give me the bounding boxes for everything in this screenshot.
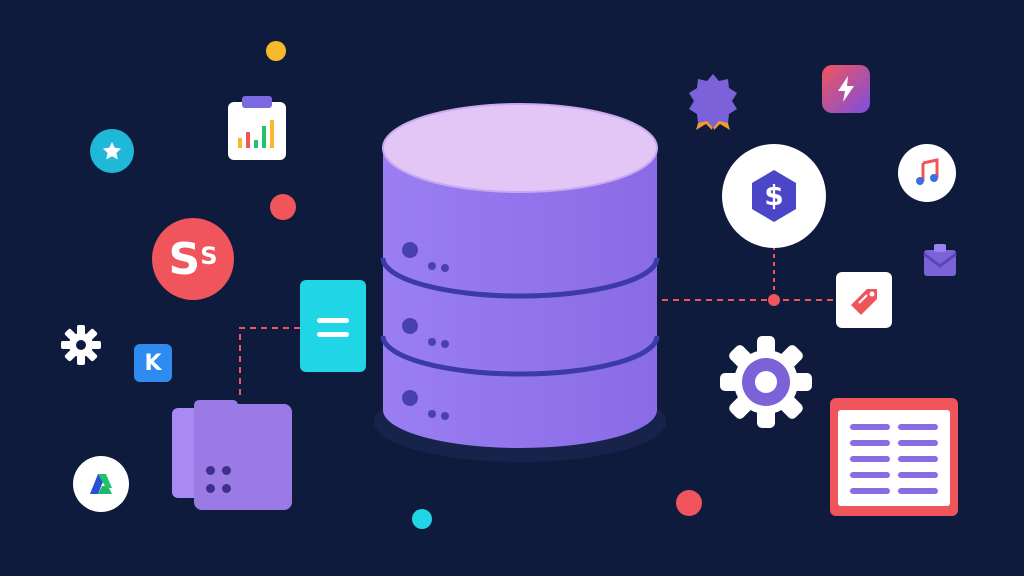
music-note-icon (898, 144, 956, 202)
dollar-symbol: $ (764, 179, 784, 212)
stripe-icon: S S (152, 218, 234, 300)
badge-icon (689, 74, 737, 130)
database-icon (374, 103, 666, 462)
red-dot (676, 490, 702, 516)
red-dot (270, 194, 296, 220)
k-symbol: K (144, 350, 162, 376)
left-connector (239, 327, 300, 400)
yellow-dot (266, 41, 286, 61)
mailbox-icon (923, 244, 957, 276)
folder-icon (172, 400, 292, 510)
stripe-symbol: S (168, 233, 201, 285)
star-icon (90, 129, 134, 173)
spreadsheet-icon (830, 398, 958, 516)
lightning-icon (822, 65, 870, 113)
tag-icon (836, 272, 892, 328)
connector-node (768, 294, 780, 306)
chart-icon (228, 96, 286, 160)
dollar-icon: $ (722, 144, 826, 248)
stripe-symbol-small: S (200, 242, 218, 270)
cyan-dot (412, 509, 432, 529)
document-icon (300, 280, 366, 372)
gear-icon (61, 325, 101, 365)
cog-icon (720, 336, 812, 428)
k-app-icon: K (134, 344, 172, 382)
drive-icon (73, 456, 129, 512)
